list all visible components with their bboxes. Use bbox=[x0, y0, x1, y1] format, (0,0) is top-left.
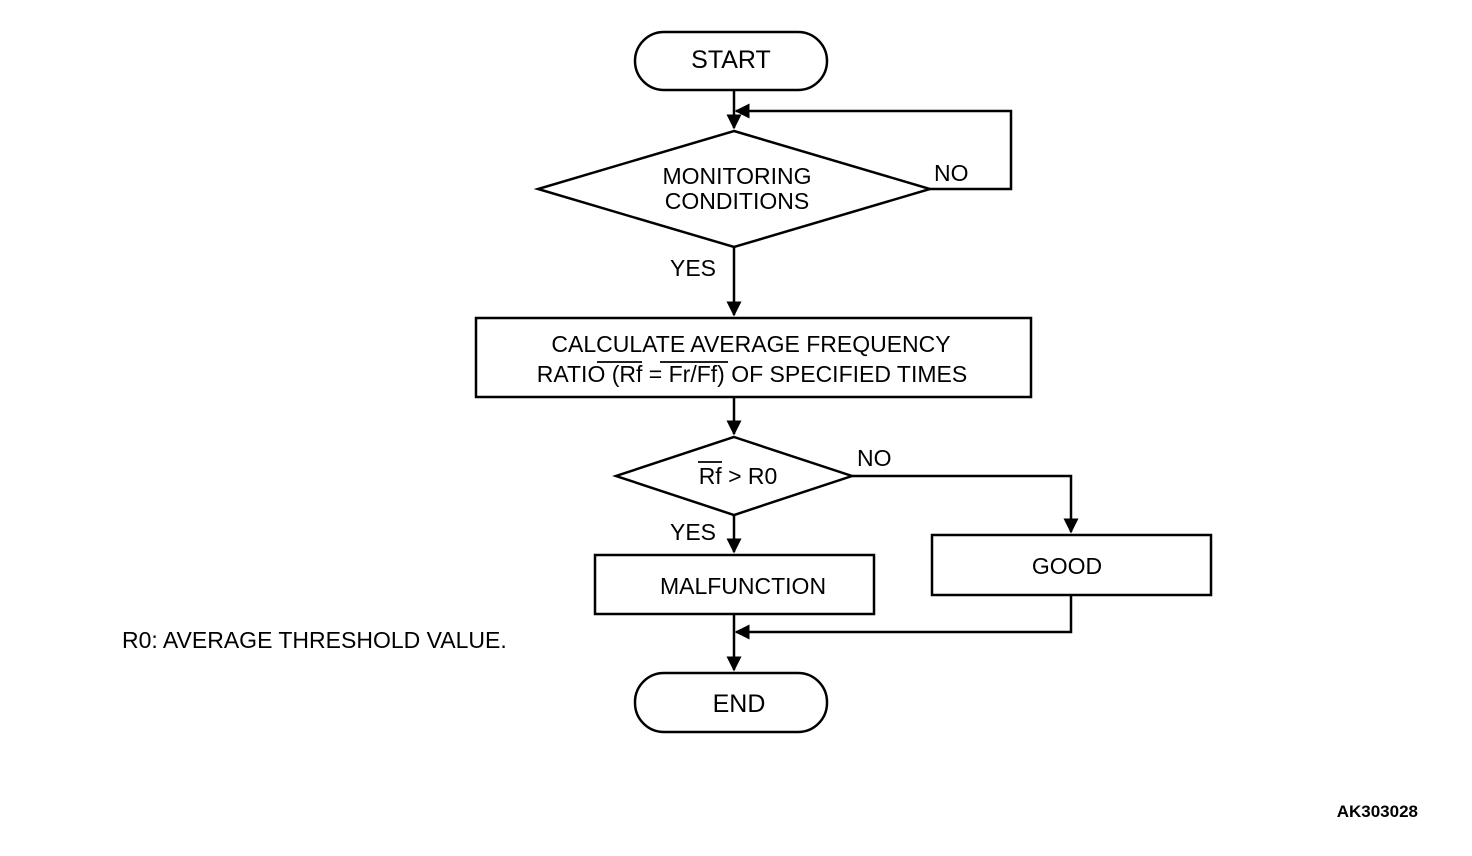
threshold-yes-label: YES bbox=[670, 519, 716, 545]
monitoring-no-label: NO bbox=[934, 160, 969, 186]
malfunction-label: MALFUNCTION bbox=[660, 573, 826, 599]
connector-threshold-no-to-good bbox=[852, 474, 1079, 534]
monitoring-conditions-decision: MONITORING CONDITIONS bbox=[533, 129, 935, 249]
rf-symbol-2: Rf bbox=[699, 463, 723, 489]
good-label: GOOD bbox=[1032, 553, 1102, 579]
end-terminal: END bbox=[633, 671, 829, 734]
equals-sign: = bbox=[642, 361, 668, 387]
ratio-prefix: RATIO bbox=[537, 361, 612, 387]
figure-code: AK303028 bbox=[1337, 802, 1418, 821]
threshold-rest: > R0 bbox=[722, 463, 778, 489]
calculate-average-process: CALCULATE AVERAGE FREQUENCY RATIO (Rf = … bbox=[474, 316, 1033, 399]
connector-monitoring-no-loop bbox=[734, 103, 1013, 191]
good-box: GOOD bbox=[930, 533, 1213, 597]
monitoring-yes-label: YES bbox=[670, 255, 716, 281]
threshold-decision: Rf > R0 bbox=[612, 435, 856, 517]
fr-ff-symbol: Fr/Ff) bbox=[669, 361, 725, 387]
threshold-no-label: NO bbox=[857, 445, 892, 471]
ratio-suffix: OF SPECIFIED TIMES bbox=[725, 361, 967, 387]
monitoring-label-line2: CONDITIONS bbox=[665, 188, 809, 214]
calculate-label-line1: CALCULATE AVERAGE FREQUENCY bbox=[551, 331, 950, 357]
monitoring-label-line1: MONITORING bbox=[662, 163, 811, 189]
end-label: END bbox=[713, 690, 766, 718]
connector-good-to-merge bbox=[734, 595, 1073, 640]
malfunction-box: MALFUNCTION bbox=[593, 553, 876, 616]
start-terminal: START bbox=[633, 30, 829, 92]
start-label: START bbox=[691, 46, 771, 74]
calculate-label-line2: RATIO (Rf = Fr/Ff) OF SPECIFIED TIMES bbox=[537, 361, 967, 387]
rf-symbol: (Rf bbox=[612, 361, 643, 387]
threshold-label: Rf > R0 bbox=[699, 463, 778, 489]
threshold-note: R0: AVERAGE THRESHOLD VALUE. bbox=[122, 627, 507, 653]
